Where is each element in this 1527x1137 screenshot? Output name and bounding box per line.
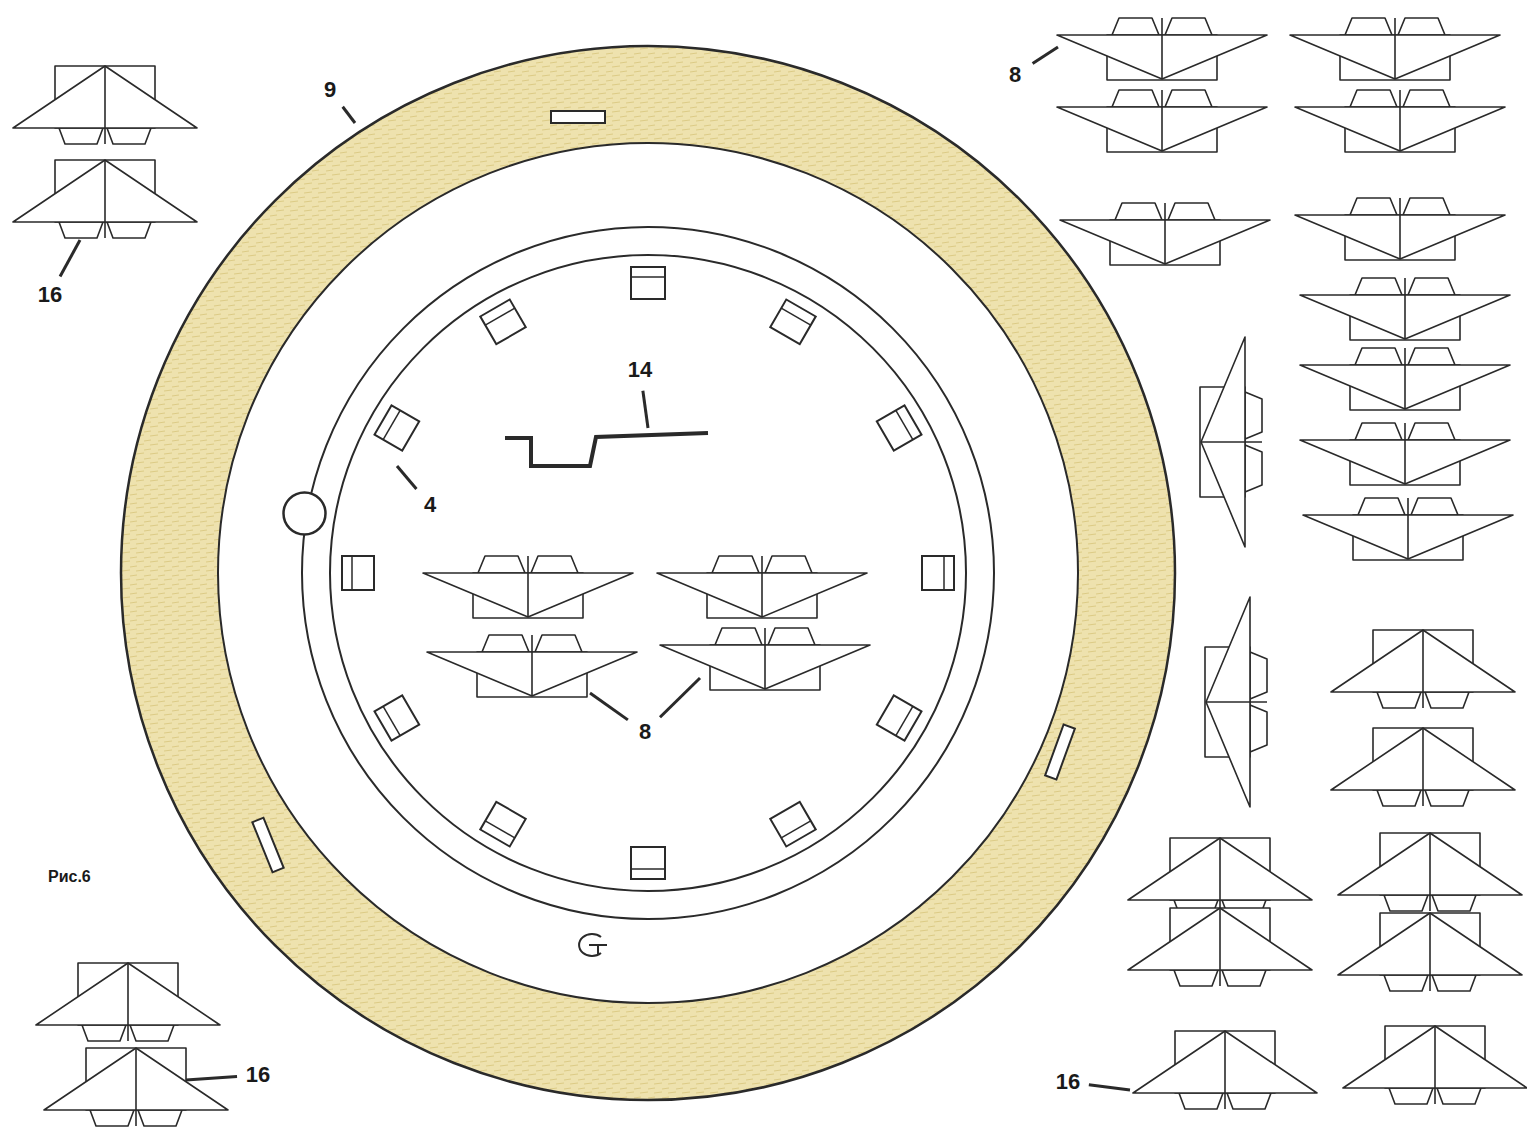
wing-part bbox=[1057, 90, 1267, 152]
logo bbox=[579, 934, 607, 956]
wing-part bbox=[1300, 278, 1510, 340]
leader-line bbox=[186, 1076, 237, 1080]
cone-part bbox=[36, 963, 220, 1041]
circle-outline bbox=[302, 227, 994, 919]
leader-line bbox=[1089, 1085, 1130, 1090]
callout-number: 8 bbox=[639, 721, 651, 743]
leader-line bbox=[660, 678, 700, 717]
tab bbox=[770, 802, 815, 847]
leader-line bbox=[397, 466, 416, 489]
callout-number: 9 bbox=[324, 79, 336, 101]
tab bbox=[631, 847, 665, 879]
wing-part bbox=[1303, 498, 1513, 560]
wing-part bbox=[1200, 337, 1262, 547]
tab bbox=[922, 556, 954, 590]
figure-label: Рис.6 bbox=[48, 868, 91, 886]
tab bbox=[631, 267, 665, 299]
cone-part bbox=[13, 160, 197, 238]
leader-line bbox=[643, 391, 648, 428]
leader-line bbox=[1033, 47, 1058, 64]
cone-part bbox=[1133, 1031, 1317, 1109]
callout-number: 8 bbox=[1009, 64, 1021, 86]
cone-part bbox=[13, 66, 197, 144]
leader-line bbox=[590, 693, 628, 720]
outer-ring bbox=[121, 46, 1175, 1100]
wire-part bbox=[505, 433, 708, 466]
tab bbox=[374, 695, 419, 740]
cone-part bbox=[1343, 1026, 1527, 1104]
leader-line bbox=[60, 240, 80, 277]
callout-number: 14 bbox=[628, 359, 652, 381]
cone-part bbox=[1331, 728, 1515, 806]
wing-part bbox=[1300, 348, 1510, 410]
cone-part bbox=[1128, 838, 1312, 916]
wing-part bbox=[1295, 198, 1505, 260]
circle-outline bbox=[330, 255, 966, 891]
tab bbox=[342, 556, 374, 590]
circle-outline bbox=[121, 46, 1175, 1100]
callout-number: 16 bbox=[1056, 1071, 1080, 1093]
wing-part bbox=[657, 556, 867, 618]
cone-part bbox=[1338, 833, 1522, 911]
wing-part bbox=[1300, 423, 1510, 485]
wing-part bbox=[427, 635, 637, 697]
slot bbox=[551, 111, 605, 123]
slot bbox=[252, 818, 283, 873]
callout-number: 4 bbox=[424, 494, 436, 516]
tab bbox=[877, 405, 922, 450]
callout-number: 16 bbox=[38, 284, 62, 306]
tab bbox=[480, 802, 525, 847]
cone-part bbox=[1128, 908, 1312, 986]
callout-circle bbox=[284, 493, 326, 535]
wing-part bbox=[1057, 18, 1267, 80]
wing-part bbox=[660, 628, 870, 690]
wing-part bbox=[423, 556, 633, 618]
callout-number: 16 bbox=[246, 1064, 270, 1086]
cone-part bbox=[44, 1048, 228, 1126]
cone-part bbox=[1331, 630, 1515, 708]
wing-part bbox=[1295, 90, 1505, 152]
tab bbox=[877, 695, 922, 740]
wing-part bbox=[1290, 18, 1500, 80]
circle-outline bbox=[218, 143, 1078, 1003]
tab bbox=[480, 299, 525, 344]
slot bbox=[1045, 725, 1075, 780]
wing-part bbox=[1060, 203, 1270, 265]
cone-part bbox=[1338, 913, 1522, 991]
leader-line bbox=[343, 107, 355, 123]
tab bbox=[770, 299, 815, 344]
tab bbox=[374, 405, 419, 450]
wing-part bbox=[1205, 597, 1267, 807]
